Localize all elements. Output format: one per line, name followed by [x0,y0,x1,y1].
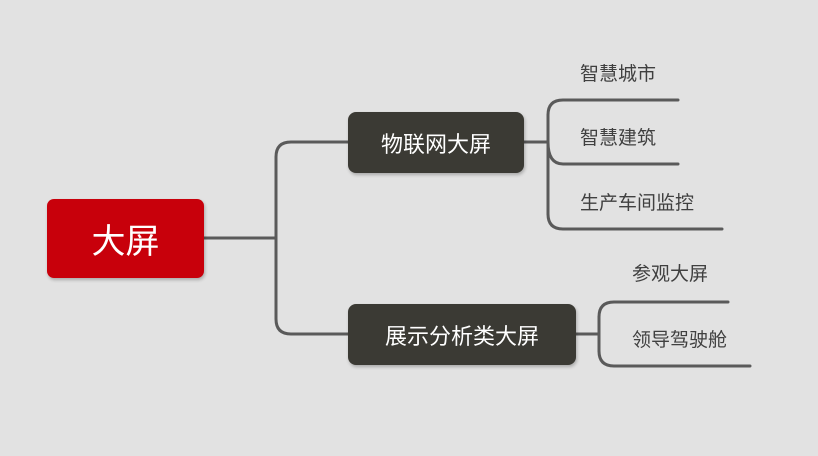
connector-trunk-branch-1 [274,140,350,240]
connector-leaf-5 [597,349,752,368]
connector-leaf-4 [597,300,730,319]
leaf-node-smart-city[interactable]: 智慧城市 [580,63,657,85]
connector-trunk-branch-2 [274,236,350,336]
branch-node-display-analysis[interactable]: 展示分析类大屏 [348,304,576,365]
connector-leaf-1 [546,98,680,117]
leaf-node-smart-building[interactable]: 智慧建筑 [580,127,657,149]
branch-node-iot[interactable]: 物联网大屏 [348,112,524,173]
root-node[interactable]: 大屏 [47,199,204,278]
connector-leaf-2 [546,140,680,166]
leaf-node-workshop-monitoring[interactable]: 生产车间监控 [580,192,695,214]
leaf-node-visit-screen[interactable]: 参观大屏 [632,263,709,285]
leaf-node-leader-cockpit[interactable]: 领导驾驶舱 [632,329,728,351]
connector-leaf-3 [546,212,724,231]
